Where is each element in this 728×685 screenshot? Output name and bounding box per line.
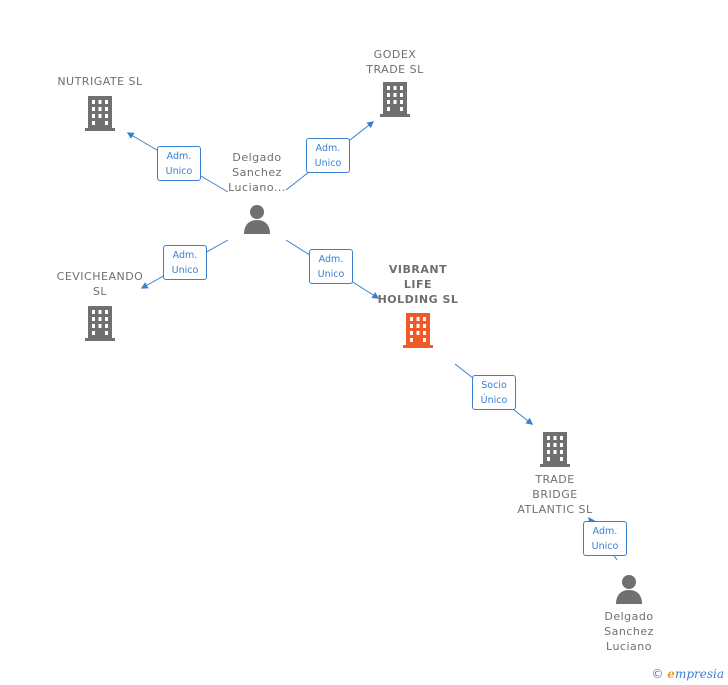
relation-label[interactable]: Adm.Unico — [306, 138, 350, 173]
relation-label[interactable]: Adm.Unico — [309, 249, 353, 284]
relation-label[interactable]: Adm.Unico — [163, 245, 207, 280]
relation-label[interactable]: Adm.Unico — [583, 521, 627, 556]
building-icon — [85, 96, 115, 131]
person-icon — [616, 575, 642, 604]
person-icon — [244, 205, 270, 234]
node-label: VIBRANT LIFE HOLDING SL — [377, 263, 459, 306]
building-icon — [380, 82, 410, 117]
node-delgado-bottom[interactable]: Delgado Sanchez Luciano — [579, 573, 679, 654]
node-vibrant[interactable]: VIBRANT LIFE HOLDING SL — [358, 262, 478, 353]
building-icon — [85, 306, 115, 341]
building-icon — [540, 432, 570, 467]
brand-name: mpresia — [674, 667, 724, 681]
node-label: NUTRIGATE SL — [57, 75, 143, 88]
node-label: Delgado Sanchez Luciano... — [228, 151, 286, 194]
node-label: CEVICHEANDO SL — [56, 270, 144, 298]
building-icon-highlighted — [403, 313, 433, 348]
node-nutrigate[interactable]: NUTRIGATE SL — [40, 74, 160, 136]
relation-label[interactable]: Adm.Unico — [157, 146, 201, 181]
node-label: TRADE BRIDGE ATLANTIC SL — [517, 473, 593, 516]
brand-e: e — [667, 667, 675, 681]
node-delgado-top[interactable]: Delgado Sanchez Luciano... — [207, 150, 307, 239]
node-label: GODEX TRADE SL — [366, 48, 424, 76]
node-label: Delgado Sanchez Luciano — [604, 610, 654, 653]
node-godex[interactable]: GODEX TRADE SL — [335, 47, 455, 122]
brand-logo[interactable]: © empresia — [651, 667, 724, 681]
copyright-icon: © — [651, 667, 664, 681]
node-cevicheando[interactable]: CEVICHEANDO SL — [40, 269, 160, 346]
node-trade-bridge[interactable]: TRADE BRIDGE ATLANTIC SL — [495, 430, 615, 517]
